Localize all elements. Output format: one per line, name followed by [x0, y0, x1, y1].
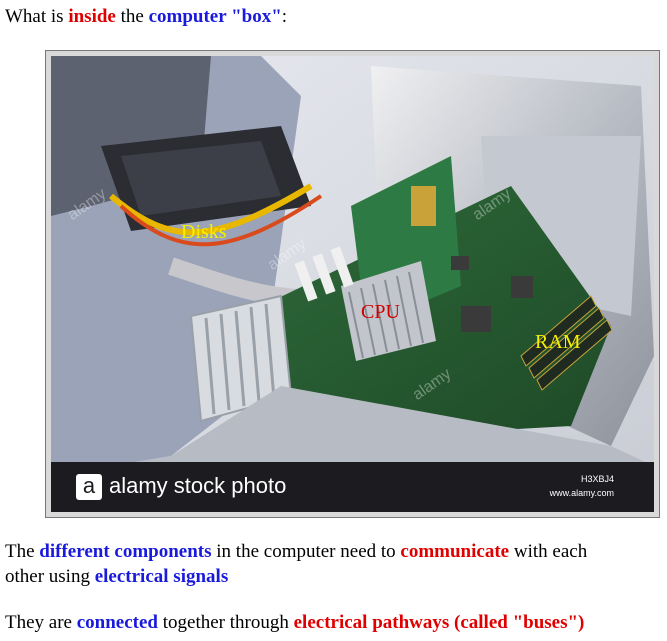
title-highlight-computer-box: computer "box"	[148, 6, 282, 27]
text: with each	[509, 541, 588, 562]
paragraph-communicate-line2: other using electrical signals	[5, 566, 228, 588]
text: together through	[158, 612, 294, 633]
computer-photo-frame: alamy alamy alamy alamy Disks CPU RAM a …	[45, 50, 660, 518]
cpu-label: CPU	[361, 301, 400, 323]
title-text: the	[115, 6, 149, 27]
text: They are	[5, 612, 77, 633]
highlight-electrical-signals: electrical signals	[94, 566, 229, 587]
stock-photo-brand: alamy stock photo	[109, 473, 287, 498]
stock-photo-footer: a alamy stock photo H3XBJ4 www.alamy.com	[51, 462, 654, 512]
title-text: :	[281, 6, 288, 27]
ram-label: RAM	[535, 331, 581, 353]
stock-photo-code: H3XBJ4	[580, 474, 614, 484]
text: other using	[5, 566, 95, 587]
paragraph-buses: They are connected together through elec…	[5, 612, 584, 634]
page-title: What is inside the computer "box":	[5, 6, 287, 28]
highlight-communicate: communicate	[400, 541, 510, 562]
computer-internals-photo: alamy alamy alamy alamy Disks CPU RAM a …	[51, 56, 654, 512]
text: in the computer need to	[211, 541, 401, 562]
alamy-logo-icon: a	[76, 474, 102, 500]
highlight-different-components: different components	[39, 541, 212, 562]
disks-label: Disks	[181, 221, 227, 243]
highlight-connected: connected	[76, 612, 158, 633]
text: The	[5, 541, 40, 562]
title-text: What is	[5, 6, 69, 27]
highlight-electrical-pathways: electrical pathways (called "buses")	[293, 612, 585, 633]
paragraph-communicate-line1: The different components in the computer…	[5, 541, 587, 563]
photo-illustration	[51, 56, 654, 512]
title-highlight-inside: inside	[68, 6, 116, 27]
stock-photo-url: www.alamy.com	[549, 488, 614, 498]
